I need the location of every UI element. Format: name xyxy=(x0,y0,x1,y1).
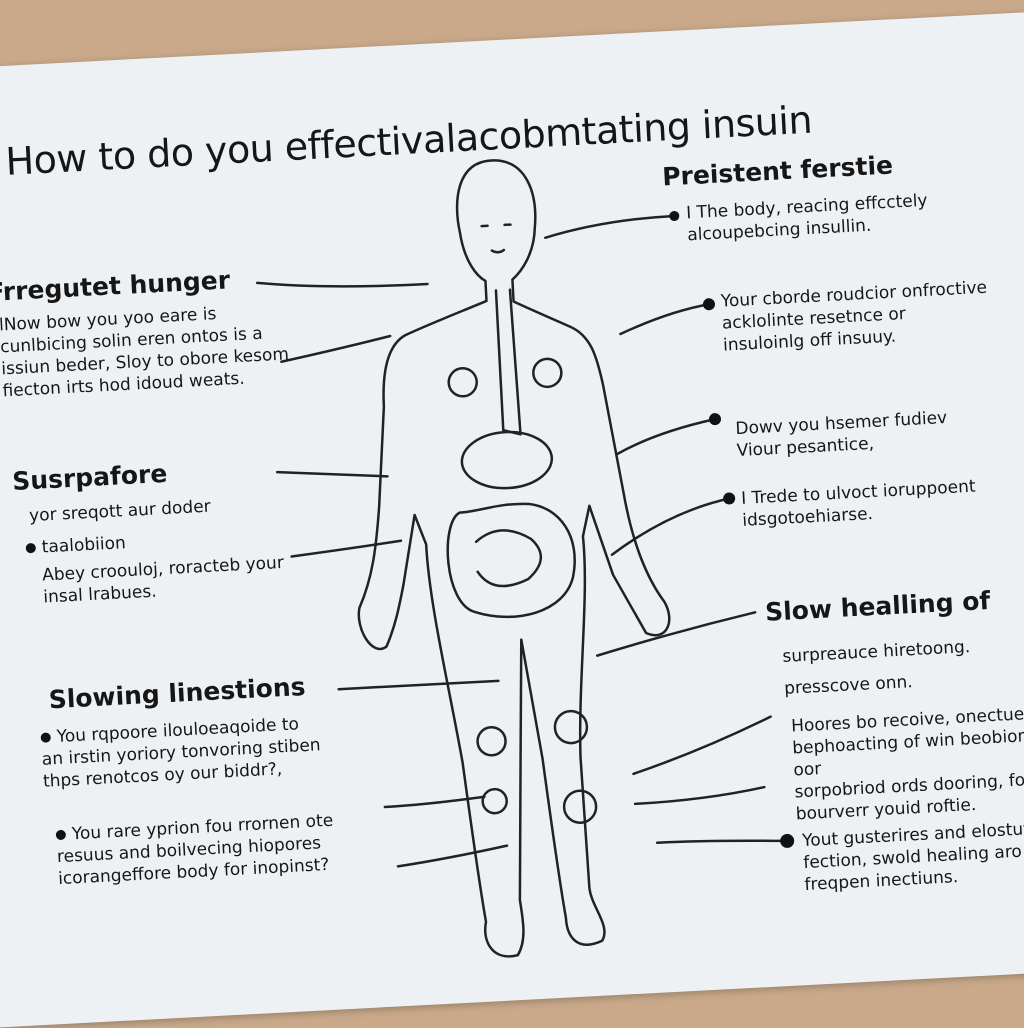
persistent-item: Your cborde roudcior onfroctive acklolin… xyxy=(720,277,988,356)
intestines xyxy=(446,502,576,619)
esophagus xyxy=(494,288,522,436)
lung-right xyxy=(532,357,563,389)
bullet-icon xyxy=(25,542,37,554)
bullet-icon xyxy=(40,732,52,743)
slow-healing-item: Hoores bo recoive, onectuey, bephoacting… xyxy=(790,703,1024,825)
leader-lines xyxy=(255,214,789,868)
stomach xyxy=(460,430,554,490)
joint-knee-right xyxy=(553,709,589,745)
slowing-item-text: You rqpoore ilouloeaqoide to an irstin y… xyxy=(41,714,322,792)
surpafore-item-text: taalobiion xyxy=(41,533,127,558)
paper-sheet: How to do you effectivalacobmtating insu… xyxy=(0,12,1024,1028)
joint-knee-left xyxy=(476,726,507,757)
slowing-item-text: You rare yprion fou rrornen ote resuus a… xyxy=(56,810,334,890)
slow-healing-item: Yout gusterires and elostut fection, swo… xyxy=(801,819,1024,896)
bullet-icon xyxy=(55,829,67,841)
human-body-figure xyxy=(255,159,795,958)
lung-left xyxy=(447,367,478,398)
slow-healing-sub: surpreauce hiretoong. presscove onn. xyxy=(782,637,971,700)
face xyxy=(480,223,512,254)
text-frequent-hunger: lNow bow you yoo eare is cunlbicing soli… xyxy=(0,304,290,402)
body-outline xyxy=(357,159,671,958)
